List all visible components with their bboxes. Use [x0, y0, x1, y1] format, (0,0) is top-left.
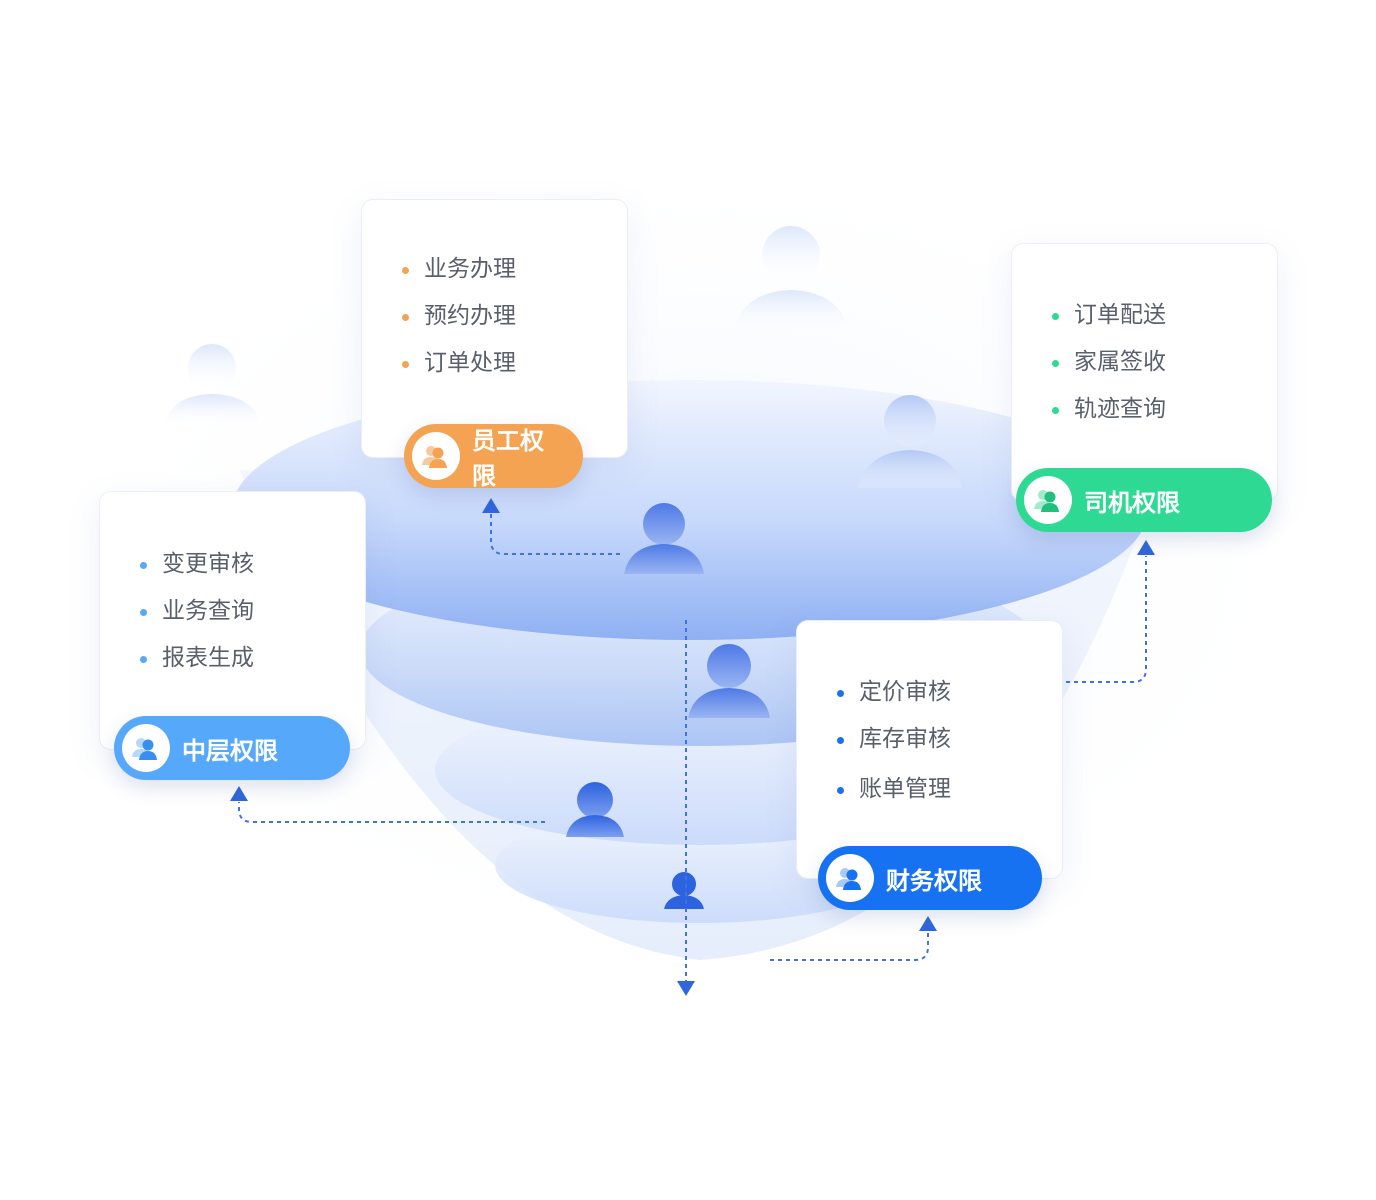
- person-ghost-right: [858, 395, 962, 488]
- arrow-up-driver: [1137, 540, 1155, 555]
- connector-middle: [238, 802, 545, 823]
- list-item: 订单处理: [402, 349, 516, 379]
- badge-label: 司机权限: [1084, 488, 1180, 517]
- list-item: 轨迹查询: [1052, 395, 1166, 425]
- list-item: 业务查询: [140, 597, 254, 627]
- badge-middle[interactable]: 中层权限: [114, 716, 350, 780]
- list-item: 定价审核: [837, 678, 951, 708]
- badge-label: 员工权限: [472, 427, 544, 490]
- driver-permission-list: 订单配送 家属签收 轨迹查询: [1052, 301, 1166, 425]
- person-ghost-left: [163, 344, 262, 428]
- list-item: 家属签收: [1052, 348, 1166, 378]
- list-item: 库存审核: [837, 725, 951, 755]
- list-item: 业务办理: [402, 255, 516, 285]
- list-item: 预约办理: [402, 302, 516, 332]
- finance-permission-list: 定价审核 库存审核 账单管理: [837, 678, 951, 805]
- arrow-up-staff: [482, 498, 500, 513]
- card-finance: 定价审核 库存审核 账单管理: [796, 620, 1063, 879]
- arrow-up-finance: [919, 916, 937, 931]
- person-ghost-top: [733, 226, 850, 335]
- users-icon: [826, 854, 874, 902]
- arrow-up-middle: [230, 786, 248, 801]
- users-icon: [412, 432, 460, 480]
- person-bottom: [664, 872, 704, 909]
- list-item: 账单管理: [837, 775, 951, 805]
- badge-label: 财务权限: [886, 866, 982, 895]
- list-item: 报表生成: [140, 644, 254, 674]
- users-icon: [122, 724, 170, 772]
- connector-staff: [490, 514, 620, 555]
- person-lower: [566, 782, 624, 837]
- middle-permission-list: 变更审核 业务查询 报表生成: [140, 550, 254, 674]
- list-item: 订单配送: [1052, 301, 1166, 331]
- badge-driver[interactable]: 司机权限: [1016, 468, 1272, 532]
- connector-finance: [770, 932, 929, 961]
- card-driver: 订单配送 家属签收 轨迹查询: [1011, 243, 1278, 502]
- staff-permission-list: 业务办理 预约办理 订单处理: [402, 255, 516, 379]
- card-middle: 变更审核 业务查询 报表生成: [99, 491, 366, 750]
- card-staff: 业务办理 预约办理 订单处理: [361, 199, 628, 458]
- badge-staff[interactable]: 员工权限: [404, 424, 583, 490]
- person-middle: [688, 644, 770, 718]
- badge-label: 中层权限: [182, 736, 278, 765]
- list-item: 变更审核: [140, 550, 254, 580]
- person-center: [624, 503, 704, 574]
- badge-finance[interactable]: 财务权限: [818, 846, 1042, 910]
- users-icon: [1024, 476, 1072, 524]
- connector-driver: [1066, 556, 1147, 683]
- arrow-down: [677, 981, 695, 996]
